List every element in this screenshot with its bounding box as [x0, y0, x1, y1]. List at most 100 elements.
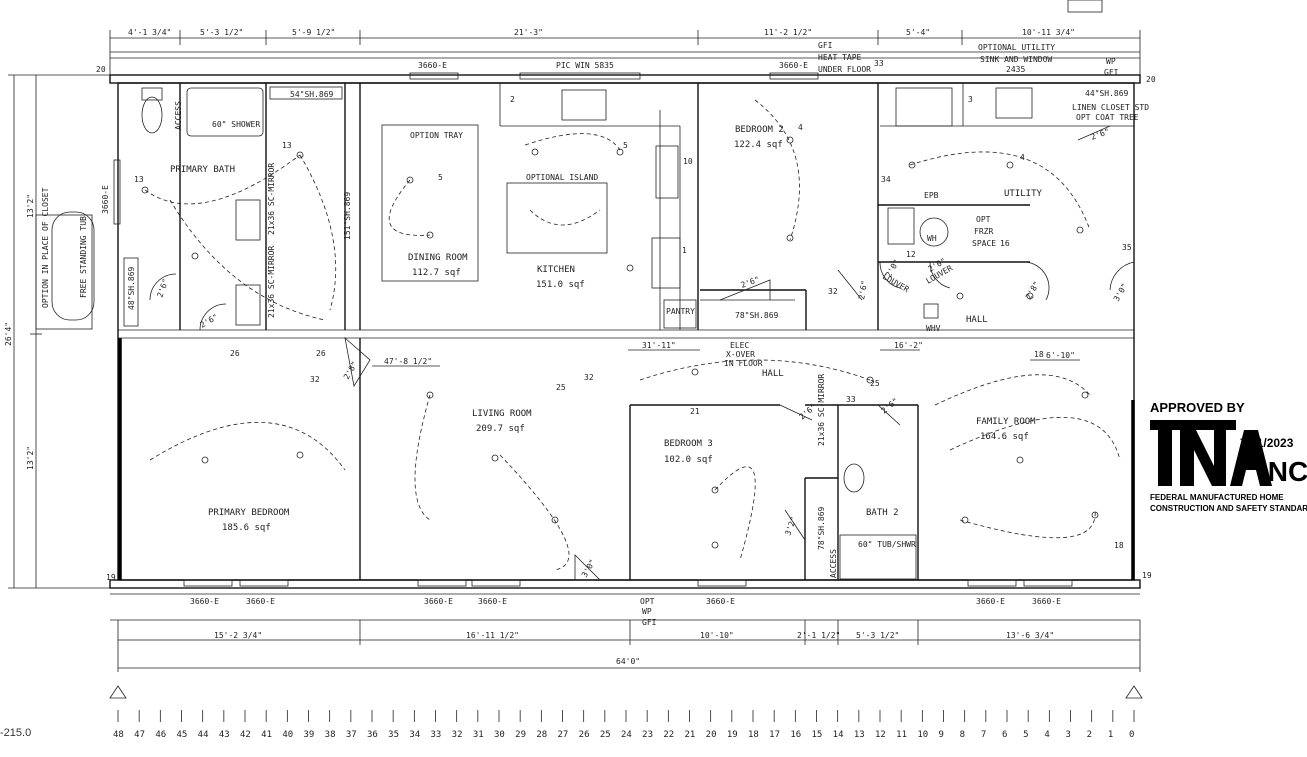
room-labels: PRIMARY BATH DINING ROOM 112.7 sqf KITCH… — [170, 125, 1043, 533]
interior-walls — [179, 83, 1134, 580]
svg-text:20: 20 — [96, 65, 106, 74]
svg-text:3660-E: 3660-E — [424, 597, 453, 606]
svg-text:18: 18 — [1114, 541, 1124, 550]
bottom-windows: 3660-E 3660-E 3660-E 3660-E 3660-E 3660-… — [183, 579, 1073, 627]
svg-text:21x36 SC-MIRROR: 21x36 SC-MIRROR — [267, 163, 276, 235]
scale-tick-label: 29 — [515, 730, 526, 740]
svg-text:34: 34 — [881, 175, 891, 184]
svg-text:2'6": 2'6" — [199, 312, 220, 329]
svg-text:21x36 SC-MIRROR: 21x36 SC-MIRROR — [817, 374, 826, 446]
bottom-dimension-line: 15'-2 3/4" 16'-11 1/2" 10'-10" 2'-1 1/2"… — [110, 593, 1141, 672]
svg-text:20: 20 — [1146, 75, 1156, 84]
scale-tick-label: 41 — [261, 730, 272, 740]
circuit-numbers: 13 13 26 26 32 5 5 2 4 4 25 25 18 18 21 … — [134, 59, 1132, 550]
svg-text:4: 4 — [1020, 153, 1025, 162]
bottom-dim-4: 2'-1 1/2" — [797, 631, 840, 640]
svg-text:5: 5 — [623, 141, 628, 150]
room-area: 112.7 sqf — [412, 268, 461, 278]
top-dim-5: 11'-2 1/2" — [764, 28, 812, 37]
scale-tick-label: 26 — [579, 730, 590, 740]
room-name: BEDROOM 2 — [735, 125, 784, 135]
scale-tick-label: 25 — [600, 730, 611, 740]
svg-text:3: 3 — [968, 95, 973, 104]
scale-tick-label: 36 — [367, 730, 378, 740]
svg-text:WHV: WHV — [926, 324, 941, 333]
svg-text:47'-8 1/2": 47'-8 1/2" — [384, 357, 432, 366]
svg-text:12: 12 — [906, 250, 916, 259]
svg-text:2: 2 — [510, 95, 515, 104]
top-dim-2: 5'-3 1/2" — [200, 28, 243, 37]
svg-text:16'-2": 16'-2" — [894, 341, 923, 350]
scale-tick-label: 18 — [748, 730, 759, 740]
gfi-label: GFI — [818, 41, 833, 50]
svg-text:FRZR: FRZR — [974, 227, 993, 236]
scale-tick-label: 7 — [981, 730, 986, 740]
svg-text:3660-E: 3660-E — [478, 597, 507, 606]
top-dim-1: 4'-1 3/4" — [128, 28, 171, 37]
free-standing-tub-label: FREE STANDING TUB — [79, 216, 88, 298]
svg-text:ELEC: ELEC — [730, 341, 749, 350]
svg-text:3'2": 3'2" — [783, 516, 798, 537]
circuit-runs — [144, 99, 1121, 571]
svg-text:4: 4 — [798, 123, 803, 132]
svg-text:26: 26 — [230, 349, 240, 358]
room-name: BATH 2 — [866, 508, 899, 518]
scale-tick-label: 35 — [388, 730, 399, 740]
room-name: LIVING ROOM — [472, 409, 532, 419]
scale-tick-label: 46 — [155, 730, 166, 740]
bottom-dim-2: 16'-11 1/2" — [466, 631, 519, 640]
scale-tick-label: 27 — [558, 730, 569, 740]
shower-label: 60" SHOWER — [212, 120, 260, 129]
room-name: HALL — [762, 369, 784, 379]
svg-text:44"SH.869: 44"SH.869 — [1085, 89, 1129, 98]
room-area: 122.4 sqf — [734, 140, 783, 150]
pantry-label: PANTRY — [666, 307, 695, 316]
room-area: 102.0 sqf — [664, 455, 713, 465]
svg-text:3'0": 3'0" — [1112, 282, 1129, 303]
scale-tick-label: 1 — [1108, 730, 1113, 740]
bottom-dim-6: 13'-6 3/4" — [1006, 631, 1054, 640]
room-name: PRIMARY BEDROOM — [208, 508, 290, 518]
linen-label: LINEN CLOSET STD — [1072, 103, 1149, 112]
room-name: FAMILY ROOM — [976, 417, 1036, 427]
scale-tick-label: 32 — [452, 730, 463, 740]
exterior-walls: 20 20 19 19 — [96, 65, 1156, 589]
door-swings: 2'6" 2'6" 2'8" 2'6" 2'0" 2'0" 2'8" 3'0" … — [149, 125, 1135, 581]
room-area: 151.0 sqf — [536, 280, 585, 290]
under-floor-label: UNDER FLOOR — [818, 65, 871, 74]
window-label: 3660-E — [779, 61, 808, 70]
svg-text:13'2": 13'2" — [26, 446, 35, 470]
room-area: 209.7 sqf — [476, 424, 525, 434]
nta-logo — [1150, 420, 1272, 486]
svg-text:1: 1 — [682, 246, 687, 255]
scale-tick-label: 8 — [960, 730, 965, 740]
stamp-line2: CONSTRUCTION AND SAFETY STANDARDS — [1150, 504, 1307, 513]
svg-text:LOUVER: LOUVER — [881, 272, 911, 294]
scale-tick-label: 6 — [1002, 730, 1007, 740]
svg-text:2'6": 2'6" — [880, 396, 901, 415]
svg-text:WP: WP — [642, 607, 652, 616]
bottom-dim-5: 5'-3 1/2" — [856, 631, 899, 640]
scale-tick-label: 17 — [769, 730, 780, 740]
option-closet-label: OPTION IN PLACE OF CLOSET — [41, 187, 50, 308]
svg-text:78"SH.869: 78"SH.869 — [817, 506, 826, 550]
optional-island-label: OPTIONAL ISLAND — [526, 173, 598, 182]
stamp-date: 7/31/2023 — [1240, 436, 1294, 450]
svg-text:25: 25 — [870, 379, 880, 388]
svg-text:3660-E: 3660-E — [246, 597, 275, 606]
scale-tick-label: 13 — [854, 730, 865, 740]
svg-text:2'6": 2'6" — [155, 278, 170, 299]
option-tray-label: OPTION TRAY — [410, 131, 463, 140]
svg-text:2'6": 2'6" — [1090, 127, 1111, 142]
svg-text:OPT: OPT — [976, 215, 991, 224]
svg-text:19: 19 — [106, 573, 116, 582]
svg-text:32: 32 — [828, 287, 838, 296]
svg-text:SPACE: SPACE — [972, 239, 996, 248]
svg-text:10: 10 — [683, 157, 693, 166]
svg-text:3660-E: 3660-E — [101, 185, 110, 214]
scale-tick-label: 10 — [917, 730, 928, 740]
scale-tick-label: 40 — [282, 730, 293, 740]
window-2435-label: 2435 — [1006, 65, 1025, 74]
